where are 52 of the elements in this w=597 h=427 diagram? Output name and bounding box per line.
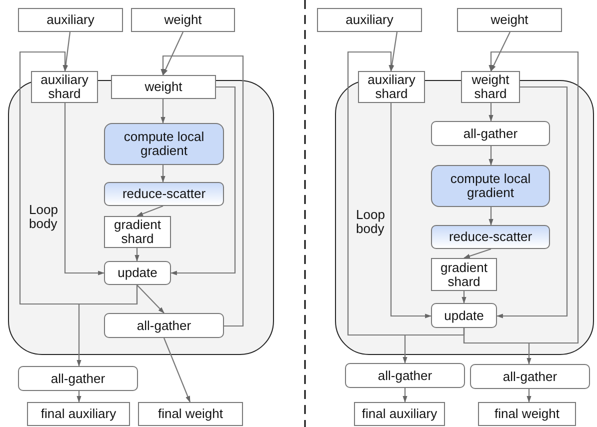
compute-box: compute local gradient: [431, 165, 550, 207]
process-box: all-gather: [470, 364, 590, 389]
arrow: [63, 32, 71, 72]
arrow: [488, 146, 494, 166]
arrow: [462, 291, 466, 304]
arrow: [526, 389, 532, 403]
arrow: [402, 388, 408, 403]
process-box: update: [104, 261, 171, 285]
data-box: auxiliary shard: [358, 71, 425, 103]
data-box: final auxiliary: [27, 402, 130, 426]
arrow: [463, 328, 532, 365]
arrow: [390, 32, 398, 72]
arrow: [496, 86, 568, 318]
arrow: [64, 103, 105, 276]
arrow: [160, 165, 166, 183]
data-box: auxiliary: [18, 8, 123, 32]
data-box: weight: [131, 8, 235, 32]
arrow: [160, 99, 166, 124]
arrow: [164, 338, 190, 403]
data-box: weight: [111, 75, 216, 99]
arrow: [160, 55, 244, 327]
arrow: [136, 284, 164, 314]
data-box: gradient shard: [431, 258, 497, 291]
arrow: [170, 86, 236, 276]
process-box: all-gather: [104, 313, 224, 338]
arrow: [136, 205, 164, 217]
data-box: final weight: [478, 402, 576, 426]
process-box: all-gather: [431, 121, 550, 146]
data-box: gradient shard: [104, 216, 171, 248]
collective-box: reduce-scatter: [431, 225, 550, 249]
data-box: final auxiliary: [354, 402, 445, 426]
collective-box: reduce-scatter: [104, 182, 224, 206]
data-box: weight: [457, 8, 562, 32]
arrow: [390, 103, 432, 318]
process-box: update: [431, 303, 497, 328]
arrow: [488, 207, 494, 226]
data-box: auxiliary: [317, 8, 422, 32]
process-box: all-gather: [345, 363, 465, 388]
region-label: Loop body: [29, 203, 59, 231]
data-box: final weight: [138, 402, 243, 426]
compute-box: compute local gradient: [104, 123, 224, 165]
arrow: [162, 32, 184, 76]
arrow: [463, 248, 492, 259]
arrow: [76, 285, 138, 367]
arrow: [76, 391, 82, 403]
data-box: auxiliary shard: [31, 71, 98, 103]
data-box: weight shard: [461, 71, 520, 103]
arrow: [488, 103, 494, 122]
region-label: Loop body: [356, 208, 386, 236]
arrow: [134, 248, 140, 262]
arrow: [490, 32, 510, 72]
process-box: all-gather: [18, 366, 138, 391]
